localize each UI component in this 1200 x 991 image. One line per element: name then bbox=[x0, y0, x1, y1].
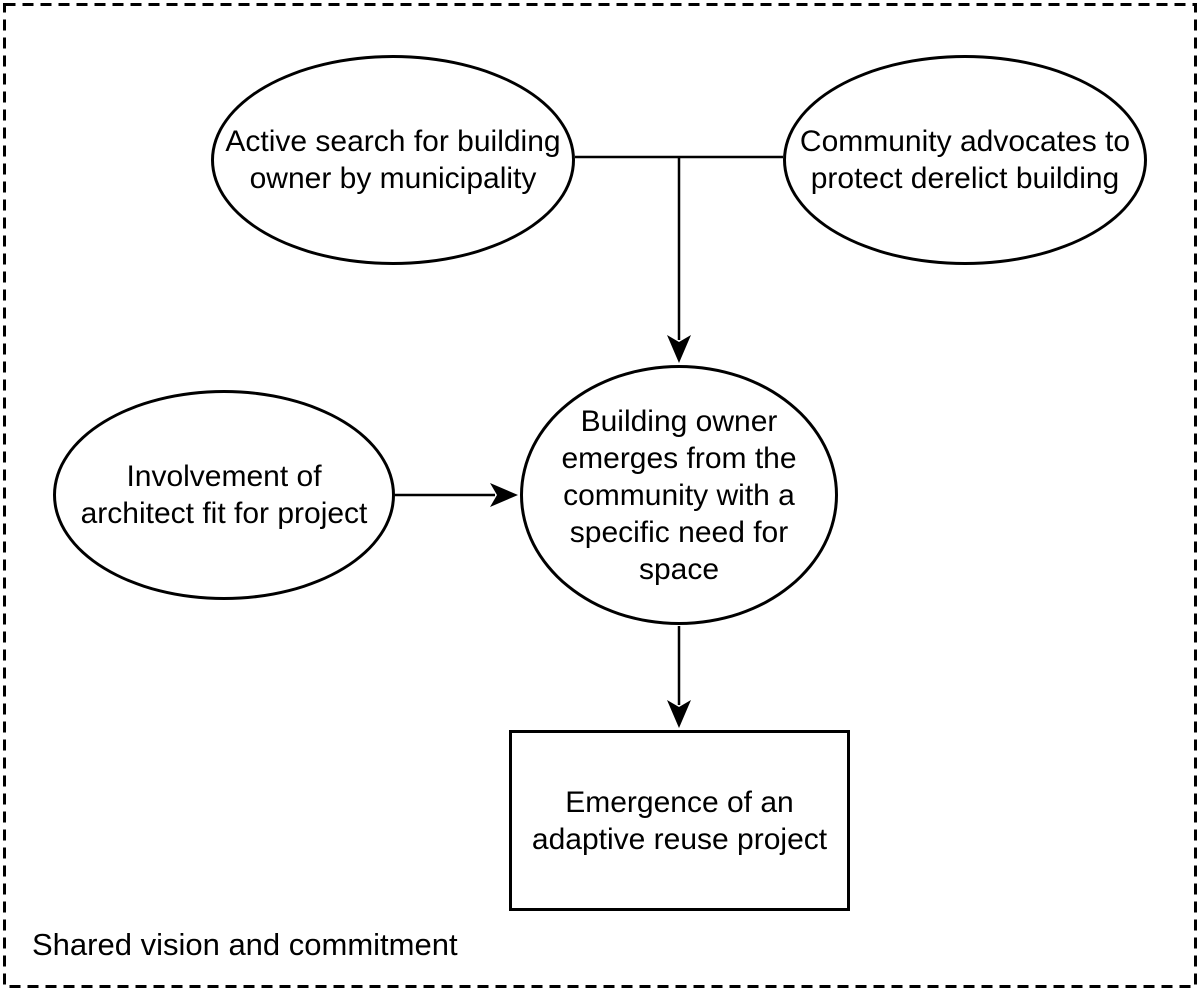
arrowhead-right-to-owner-icon bbox=[490, 483, 518, 507]
arrowhead-down-to-owner-icon bbox=[667, 335, 691, 363]
node-building-owner-label: Building owner emerges from the communit… bbox=[561, 404, 797, 586]
node-project-emergence: Emergence of an adaptive reuse project bbox=[509, 730, 850, 911]
node-project-emergence-label: Emergence of an adaptive reuse project bbox=[531, 785, 828, 856]
node-architect-involvement-label: Involvement of architect fit for project bbox=[80, 460, 368, 530]
node-architect-involvement: Involvement of architect fit for project bbox=[53, 390, 395, 600]
node-community-advocates-label: Community advocates to protect derelict … bbox=[799, 125, 1131, 195]
node-community-advocates: Community advocates to protect derelict … bbox=[783, 55, 1147, 265]
arrowhead-down-to-emergence-icon bbox=[667, 700, 691, 728]
node-active-search-label: Active search for building owner by muni… bbox=[225, 125, 561, 195]
diagram-caption: Shared vision and commitment bbox=[32, 927, 458, 962]
dashed-frame bbox=[3, 3, 1197, 988]
node-building-owner: Building owner emerges from the communit… bbox=[520, 365, 838, 625]
node-active-search: Active search for building owner by muni… bbox=[211, 55, 575, 265]
